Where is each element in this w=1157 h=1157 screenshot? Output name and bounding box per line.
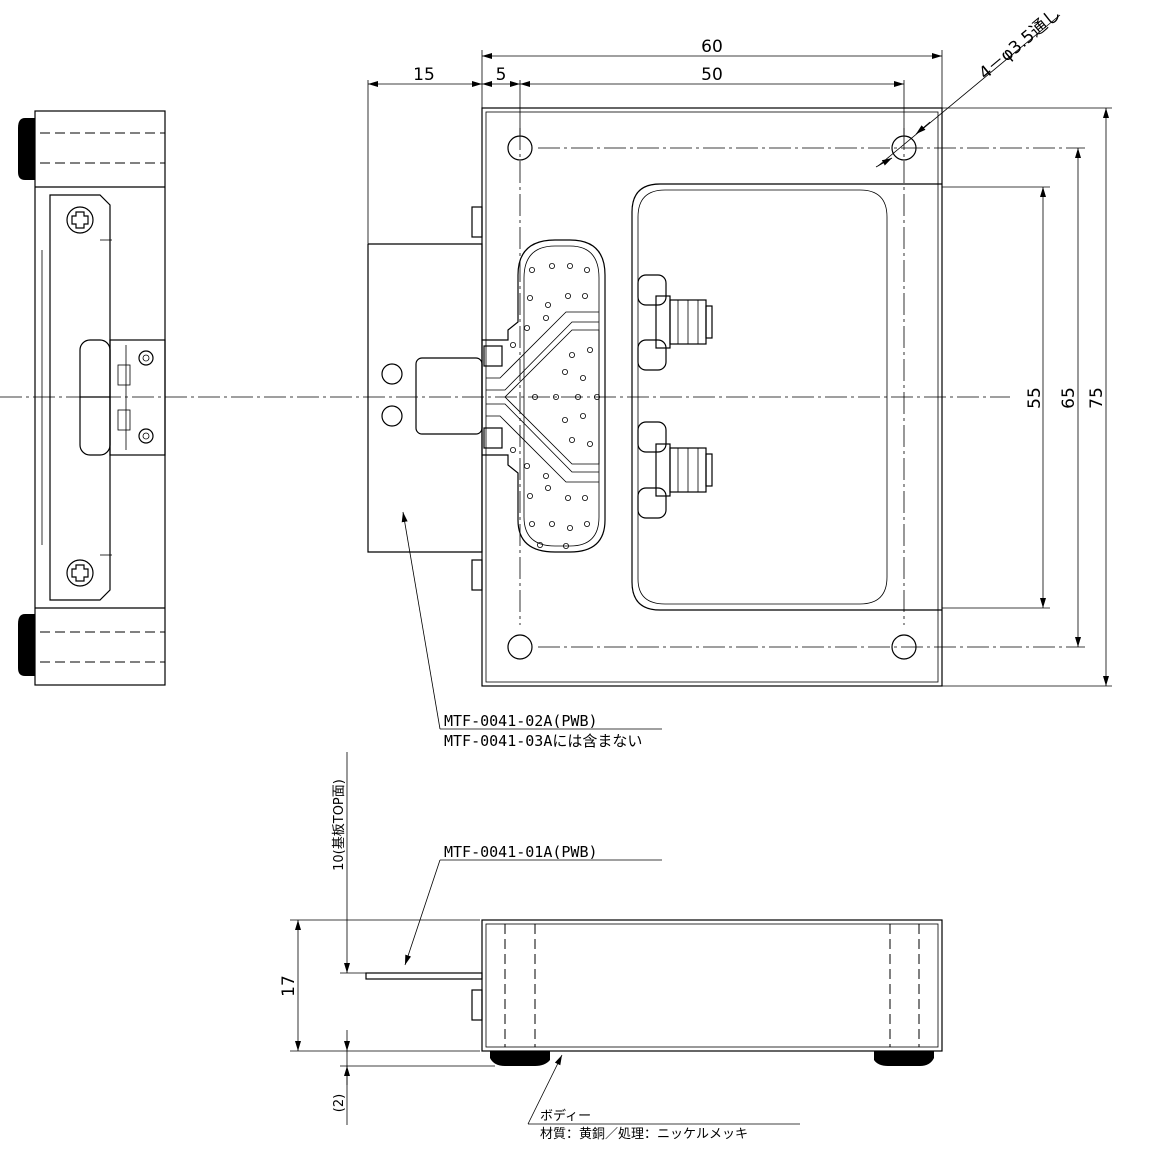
connector-hole-upper — [138, 350, 154, 366]
rubber-foot-bottom — [18, 614, 35, 676]
mount-hole-bottom-left — [507, 634, 533, 660]
sma-connector-upper — [637, 274, 713, 371]
dim-foot-height: (2) — [332, 1094, 347, 1112]
dim-overall-height: 75 — [1087, 387, 1107, 409]
dim-pcb-top-height: 10(基板TOP面) — [332, 779, 347, 871]
label-pwb-02a: MTF-0041-02A(PWB) — [444, 712, 598, 730]
dim-pcb-overhang: 15 — [413, 65, 435, 85]
label-material: 材質：黄銅／処理：ニッケルメッキ — [540, 1127, 748, 1142]
pcb-hole-upper — [381, 363, 403, 385]
label-pwb-01a: MTF-0041-01A(PWB) — [444, 843, 598, 861]
dim-hole-pitch-x: 50 — [701, 65, 723, 85]
dim-overall-width: 60 — [701, 37, 723, 57]
pcb-hole-lower — [381, 405, 403, 427]
via-pattern — [509, 262, 601, 550]
sma-connector-lower — [637, 421, 713, 519]
side-view-left — [18, 110, 166, 686]
rubber-foot-top — [18, 118, 35, 180]
foot-right — [874, 1051, 934, 1066]
dim-pocket-height: 55 — [1025, 387, 1045, 409]
hole-callout: 4－φ3.5通し — [975, 4, 1065, 84]
connector-hole-lower — [138, 428, 154, 444]
label-pwb-03a: MTF-0041-03Aには含まない — [444, 732, 642, 750]
screw-top — [66, 206, 94, 234]
pwb-02a-callout: MTF-0041-02A(PWB) MTF-0041-03Aには含まない — [401, 511, 662, 750]
dim-edge-to-hole: 5 — [496, 65, 507, 85]
front-view: MTF-0041-01A(PWB) 17 10(基板TOP面) (2) ボディー… — [279, 752, 943, 1142]
top-view — [367, 107, 1085, 687]
dim-hole-pitch-y: 65 — [1059, 387, 1079, 409]
right-dimensions: 55 65 75 — [942, 107, 1112, 687]
dim-height-total: 17 — [279, 975, 299, 997]
foot-left — [490, 1051, 550, 1066]
label-body: ボディー — [540, 1108, 591, 1124]
screw-bottom — [66, 559, 94, 587]
